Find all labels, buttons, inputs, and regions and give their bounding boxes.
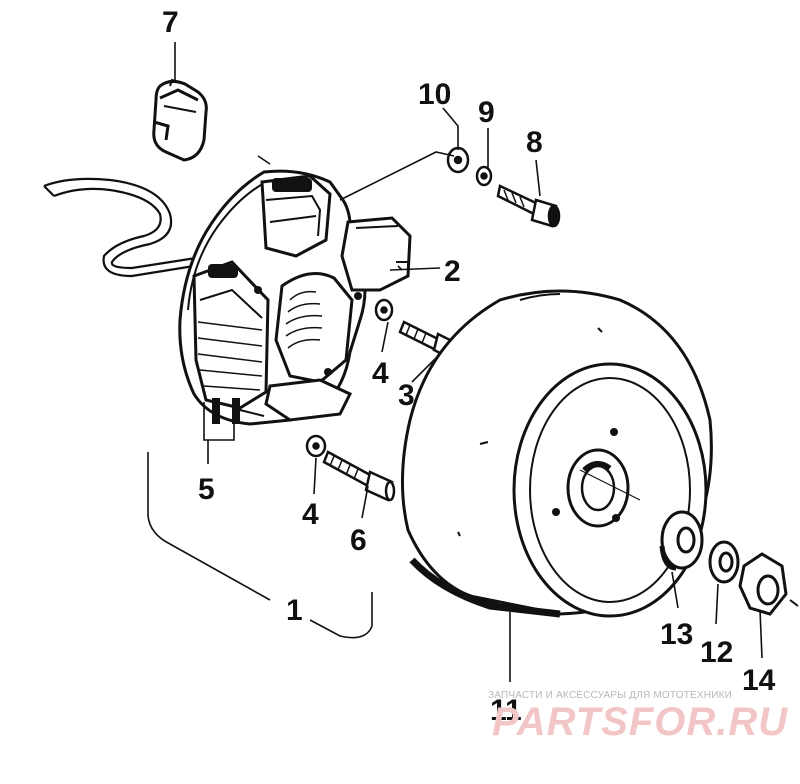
stator-assembly — [178, 169, 412, 426]
callout-12: 12 — [700, 636, 733, 669]
watermark-logo: PARTSFOR.RU — [492, 700, 789, 744]
watermark-tagline: ЗАПЧАСТИ И АКСЕССУАРЫ ДЛЯ МОТОТЕХНИКИ — [488, 690, 733, 701]
callout-5: 5 — [198, 473, 215, 506]
wire-harness — [43, 177, 197, 278]
callout-4-lower: 4 — [302, 498, 319, 531]
callout-labels: 1 2 3 4 4 5 6 7 8 9 10 11 12 13 14 — [162, 6, 776, 727]
callout-11: 11 — [490, 694, 522, 727]
part-14-nut — [738, 552, 799, 616]
callout-1: 1 — [286, 594, 303, 627]
callout-7: 7 — [162, 6, 179, 39]
callout-8: 8 — [526, 126, 543, 159]
callout-14: 14 — [742, 664, 776, 697]
leader-lines — [147, 42, 763, 682]
callout-10: 10 — [418, 78, 451, 111]
part-7-grommet — [152, 78, 208, 162]
callout-13: 13 — [660, 618, 693, 651]
callout-9: 9 — [478, 96, 495, 129]
callout-4-upper: 4 — [372, 357, 389, 390]
part-9-lockwasher — [475, 165, 493, 187]
callout-2: 2 — [444, 255, 461, 288]
part-4-washer-upper — [374, 298, 394, 322]
part-10-washer — [446, 146, 470, 174]
part-13-spacer — [659, 510, 704, 571]
callout-6: 6 — [350, 524, 367, 557]
part-11-flywheel — [400, 289, 713, 618]
part-8-bolt — [496, 184, 561, 228]
callout-3: 3 — [398, 379, 415, 412]
part-6-screw — [322, 450, 396, 502]
part-4-washer-lower — [305, 434, 327, 458]
part-12-washer — [708, 540, 740, 584]
